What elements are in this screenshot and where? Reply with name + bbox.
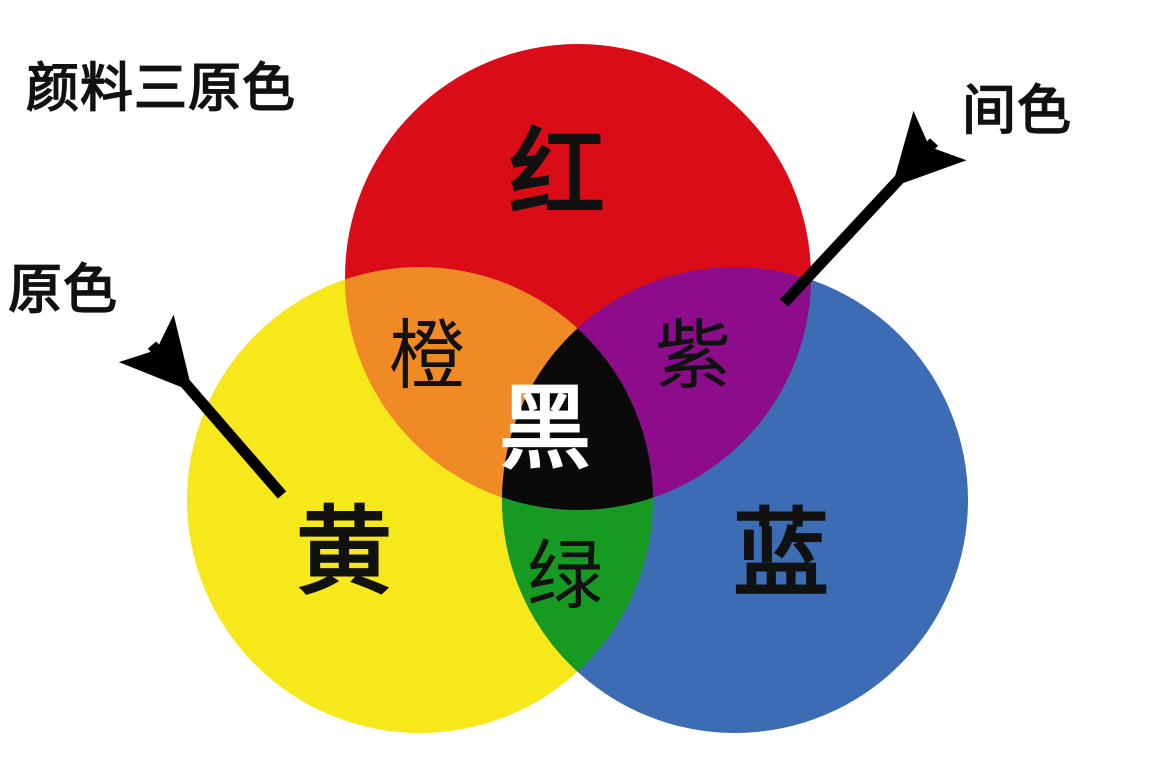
overlap-label-black: 黑 xyxy=(499,375,592,482)
circle-label-red: 红 xyxy=(509,118,605,230)
circle-label-blue: 蓝 xyxy=(733,498,829,610)
page-title: 颜料三原色 xyxy=(26,58,296,119)
overlap-black[interactable] xyxy=(502,267,968,733)
arrow-secondary xyxy=(779,110,967,307)
overlap-black-group xyxy=(502,267,968,733)
overlap-label-purple: 紫 xyxy=(655,311,731,400)
overlap-label-orange: 橙 xyxy=(389,311,465,400)
circle-label-yellow: 黄 xyxy=(296,496,392,608)
overlap-label-green: 绿 xyxy=(527,531,603,620)
arrow-primary xyxy=(118,314,287,499)
callout-primary-label: 原色 xyxy=(8,258,118,321)
callout-secondary-label: 间色 xyxy=(962,79,1072,142)
